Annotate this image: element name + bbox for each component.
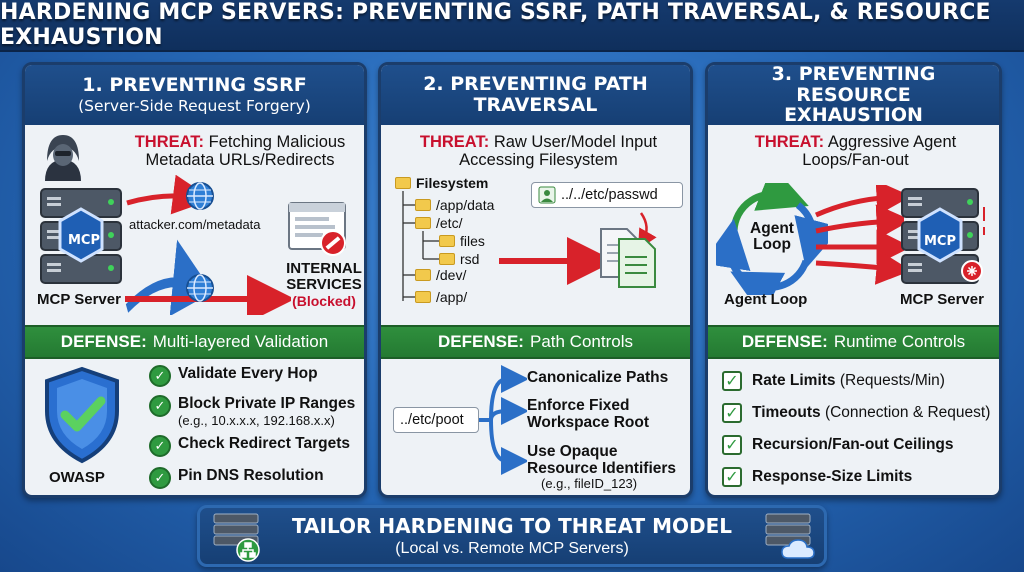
agent-loop-label: Agent Loop — [724, 291, 808, 308]
defense-text: Multi-layered Validation — [152, 332, 329, 351]
tree-item: /dev/ — [415, 267, 466, 283]
cloud-icon — [765, 513, 815, 559]
check-item: ✓ Block Private IP Ranges(e.g., 10.x.x.x… — [149, 395, 355, 428]
mcp-server-label: MCP Server — [37, 291, 121, 308]
folder-icon — [439, 253, 455, 265]
threat-label: THREAT: — [134, 133, 205, 151]
folder-icon — [395, 177, 411, 189]
agent-loop-inner-label: Agent Loop — [750, 220, 794, 254]
panel-resource-threat: THREAT: Aggressive Agent Loops/Fan-out — [754, 133, 957, 170]
check-icon: ✓ — [722, 403, 742, 423]
check-icon: ✓ — [149, 435, 171, 457]
defense-option: Enforce Fixed Workspace Root — [527, 397, 650, 432]
footer-subheading: (Local vs. Remote MCP Servers) — [395, 540, 629, 557]
owasp-label: OWASP — [49, 469, 105, 486]
page-title: HARDENING MCP SERVERS: PREVENTING SSRF, … — [0, 0, 991, 50]
user-icon — [538, 186, 556, 204]
check-item: ✓ Validate Every Hop — [149, 365, 318, 387]
check-icon: ✓ — [722, 371, 742, 391]
internal-services-label: INTERNAL SERVICES — [286, 260, 362, 293]
defense-label: DEFENSE: — [60, 332, 147, 351]
folder-icon — [415, 269, 431, 281]
tree-item: /app/ — [415, 289, 467, 305]
panel-path-traversal: 2. PREVENTING PATH TRAVERSAL THREAT: Raw… — [378, 62, 693, 498]
panel-ssrf-header: 1. PREVENTING SSRF (Server-Side Request … — [25, 65, 364, 125]
panel-resource-heading: 3. PREVENTING RESOURCE EXHAUSTION — [771, 62, 936, 127]
branch-arrows — [479, 365, 527, 475]
globe-icon — [186, 182, 214, 210]
blocked-label: (Blocked) — [292, 293, 356, 309]
request-path-box: ../etc/poot — [393, 407, 479, 433]
globe-icon — [186, 274, 214, 302]
check-icon: ✓ — [149, 395, 171, 417]
folder-icon — [439, 235, 455, 247]
traversal-arrows — [499, 212, 657, 285]
panel-path-header: 2. PREVENTING PATH TRAVERSAL — [381, 65, 690, 125]
tree-item: files — [439, 233, 485, 249]
malicious-path-input: ../../etc/passwd — [531, 182, 683, 208]
check-item: ✓ Check Redirect Targets — [149, 435, 350, 457]
panel-ssrf-subheading: (Server-Side Request Forgery) — [78, 97, 311, 116]
panel-path-threat: THREAT: Raw User/Model Input Accessing F… — [419, 133, 658, 170]
threat-text: Fetching Malicious Metadata URLs/Redirec… — [145, 133, 346, 170]
panel-ssrf-threat: THREAT: Fetching Malicious Metadata URLs… — [120, 133, 360, 170]
panel-ssrf-defense: DEFENSE: Multi-layered Validation — [25, 325, 364, 359]
tree-item: /app/data — [415, 197, 494, 213]
tree-item: Filesystem — [395, 175, 488, 191]
control-item: ✓ Rate Limits (Requests/Min) — [722, 371, 945, 391]
blocked-icon — [320, 230, 346, 256]
panel-path-heading: 2. PREVENTING PATH TRAVERSAL — [423, 73, 648, 116]
check-icon: ✓ — [149, 365, 171, 387]
hacker-icon — [45, 135, 81, 181]
defense-option: Canonicalize Paths — [527, 369, 669, 386]
fanout-arrows — [814, 185, 904, 285]
panel-ssrf-heading: 1. PREVENTING SSRF — [82, 73, 307, 96]
footer-banner: TAILOR HARDENING TO THREAT MODEL (Local … — [197, 505, 827, 567]
cycle-arrows-icon — [716, 183, 828, 295]
folder-icon — [415, 291, 431, 303]
mcp-badge: MCP — [923, 234, 956, 249]
server-rack-icon — [40, 188, 122, 284]
panel-ssrf: 1. PREVENTING SSRF (Server-Side Request … — [22, 62, 367, 498]
shield-check-icon — [45, 366, 119, 464]
footer-heading: TAILOR HARDENING TO THREAT MODEL — [291, 514, 733, 538]
tree-item: /etc/ — [415, 215, 462, 231]
tree-lines — [402, 191, 439, 301]
document-icon — [600, 228, 656, 288]
panel-resource-header: 3. PREVENTING RESOURCE EXHAUSTION — [708, 62, 999, 127]
check-icon: ✓ — [722, 435, 742, 455]
attacker-url-label: attacker.com/metadata — [129, 217, 261, 232]
panel-path-defense: DEFENSE: Path Controls — [381, 325, 690, 359]
control-item: ✓ Recursion/Fan-out Ceilings — [722, 435, 954, 455]
folder-icon — [415, 199, 431, 211]
mcp-server-label: MCP Server — [900, 291, 984, 308]
check-icon: ✓ — [722, 467, 742, 487]
folder-icon — [415, 217, 431, 229]
server-rack-icon — [901, 188, 985, 284]
panel-resource-defense: DEFENSE: Runtime Controls — [708, 325, 999, 359]
control-item: ✓ Response-Size Limits — [722, 467, 912, 487]
network-icon — [213, 513, 260, 562]
mcp-badge: MCP — [68, 233, 101, 248]
check-item: ✓ Pin DNS Resolution — [149, 467, 324, 489]
title-bar: HARDENING MCP SERVERS: PREVENTING SSRF, … — [0, 0, 1024, 52]
check-icon: ✓ — [149, 467, 171, 489]
control-item: ✓ Timeouts (Connection & Request) — [722, 403, 990, 423]
defense-option: Use Opaque Resource Identifiers(e.g., fi… — [527, 443, 677, 492]
file-tree: Filesystem /app/data /etc/ files rsd /de… — [395, 175, 545, 315]
panel-resource-exhaustion: 3. PREVENTING RESOURCE EXHAUSTION THREAT… — [705, 62, 1002, 498]
tree-item: rsd — [439, 251, 479, 267]
